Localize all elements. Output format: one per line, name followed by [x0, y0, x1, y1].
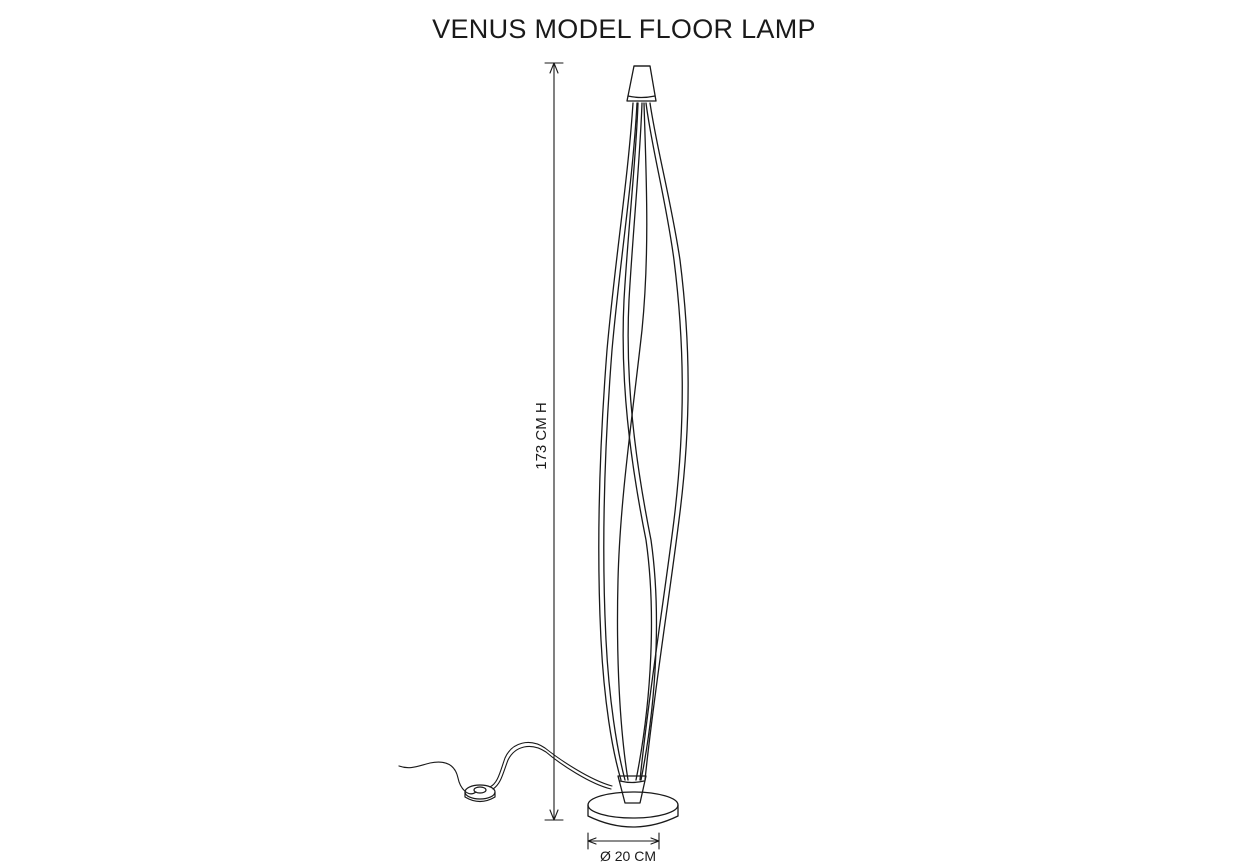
lamp-ribbons — [598, 102, 689, 781]
power-cord — [398, 742, 613, 795]
lamp-base — [587, 791, 679, 828]
diagram-title: VENUS MODEL FLOOR LAMP — [432, 14, 816, 44]
base-dimension — [587, 832, 660, 850]
height-label: 173 CM H — [533, 402, 550, 470]
base-diameter-label: Ø 20 CM — [600, 848, 656, 864]
height-dimension — [544, 62, 564, 821]
foot-switch — [464, 784, 496, 803]
lamp-head — [626, 65, 657, 102]
lamp-base-connector — [617, 775, 647, 804]
